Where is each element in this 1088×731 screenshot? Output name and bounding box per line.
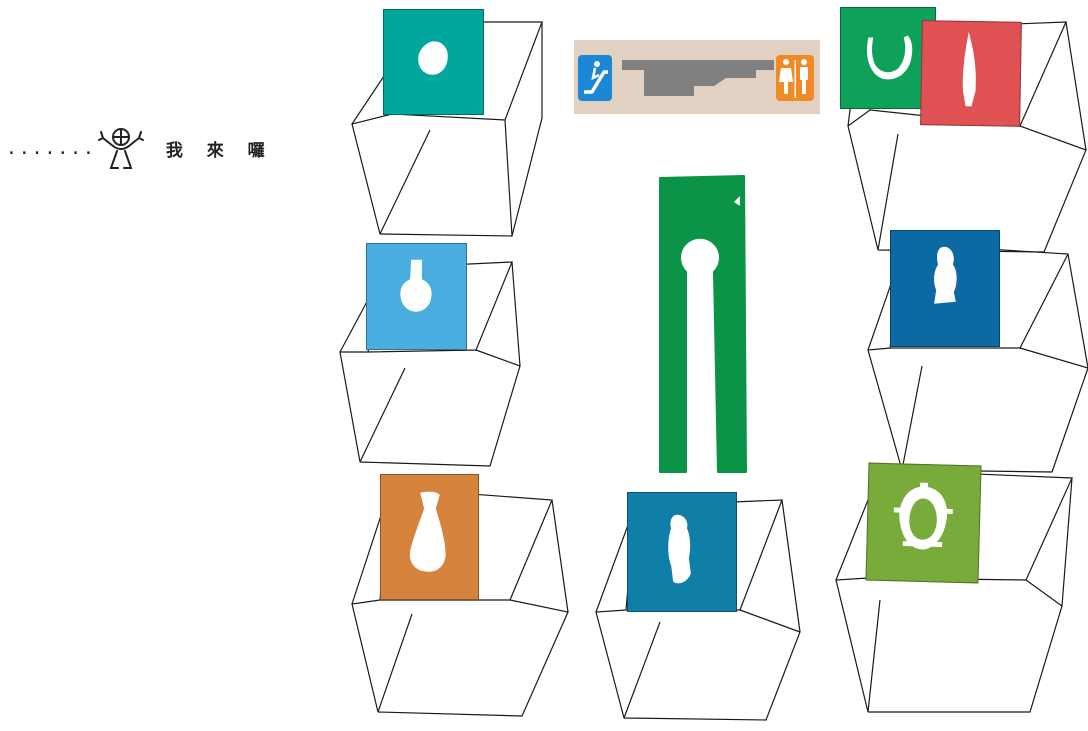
bottle-artifact-icon (400, 259, 432, 312)
blade-artifact-icon (962, 31, 976, 107)
escalator-icon[interactable] (578, 55, 612, 101)
ring-artifact-icon (893, 482, 953, 550)
showcase-tile-green-horseshoe-artifact[interactable] (840, 7, 936, 109)
walkway-path (659, 175, 747, 473)
showcase-tile-lightblue-bottle-artifact[interactable] (366, 243, 467, 350)
showcase-tile-red-blade-artifact[interactable] (920, 20, 1022, 127)
showcase-tile-darkblue-figurine-artifact[interactable] (890, 230, 1000, 347)
horseshoe-artifact-icon (866, 35, 913, 80)
showcase-tile-blue-idol-artifact[interactable] (627, 492, 737, 612)
round-artifact-icon (418, 41, 448, 75)
corridor-shape (622, 60, 774, 96)
showcase-tile-orange-vase-artifact[interactable] (380, 474, 479, 600)
showcase-tile-olive-ring-artifact[interactable] (865, 462, 982, 584)
restroom-icon[interactable] (776, 55, 814, 101)
facility-signboard (574, 40, 820, 114)
figurine-artifact-icon (934, 246, 957, 304)
waving-figure-icon (97, 128, 144, 169)
intro-line: ....... 我 來 囉 (6, 128, 274, 169)
showcase-tile-teal-round-artifact[interactable] (383, 9, 484, 115)
intro-phrase: 我 來 囉 (165, 140, 274, 161)
idol-artifact-icon (668, 514, 691, 584)
vase-artifact-icon (409, 491, 446, 572)
intro-dots: ....... (6, 137, 96, 159)
